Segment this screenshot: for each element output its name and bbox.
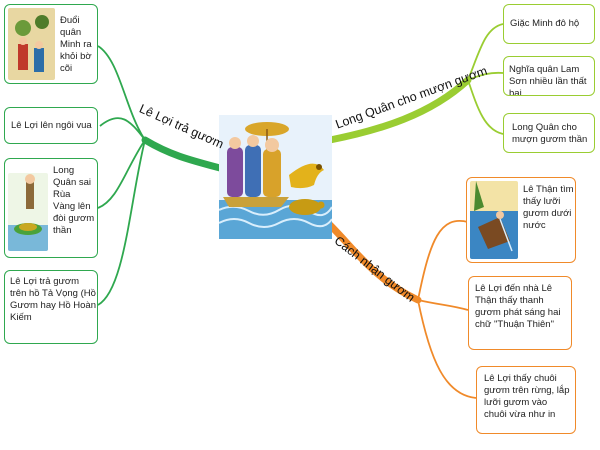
left-connector-4 [97,139,146,306]
right-top-connector-1 [467,23,504,81]
right-bottom-connector-2 [417,299,469,311]
right-top-connector-2 [467,71,504,81]
right-top-connector-3 [467,79,504,135]
right-top-node-1-text: Giặc Minh đô hộ [510,18,580,29]
golden-turtle-image [8,173,48,251]
right-top-node-2: Nghĩa quân Lam Sơn nhiều lần thất bại [503,56,595,96]
right-top-trunk [326,76,472,144]
left-trunk [141,136,224,172]
right-bottom-node-2: Lê Lợi đến nhà Lê Thận thấy thanh gươm p… [468,276,572,350]
right-top-node-3-text: Long Quân cho mượn gươm thần [512,122,588,145]
right-bottom-node-2-text: Lê Lợi đến nhà Lê Thận thấy thanh gươm p… [475,283,561,330]
right-bottom-connector-1 [417,219,469,301]
left-connector-1 [97,45,146,141]
left-node-1-text: Đuổi quân Minh ra khỏi bờ cõi [60,15,92,74]
left-node-2-text: Lê Lợi lên ngôi vua [11,120,92,131]
right-bottom-node-3: Lê Lợi thấy chuôi gươm trên rừng, lắp lư… [476,366,576,434]
left-node-3-text: Long Quân sai Rùa Vàng lên đòi gươm thần [53,165,95,236]
battle-scene-image [8,8,55,80]
right-bottom-node-1: Lê Thận tìm thấy lưỡi gươm dưới nước [466,177,576,263]
right-bottom-connector-3 [417,299,477,399]
left-connector-2 [99,117,146,141]
right-top-node-2-text: Nghĩa quân Lam Sơn nhiều lần thất bại [509,64,587,96]
left-node-4-text: Lê Lợi trả gươm trên hồ Tả Vọng (Hồ Gươm… [10,276,96,323]
left-connector-3 [97,139,146,209]
left-node-3: Long Quân sai Rùa Vàng lên đòi gươm thần [4,158,98,258]
right-bottom-node-1-text: Lê Thận tìm thấy lưỡi gươm dưới nước [523,184,574,231]
right-top-node-1: Giặc Minh đô hộ [503,4,595,44]
left-node-1: Đuổi quân Minh ra khỏi bờ cõi [4,4,98,84]
left-node-2: Lê Lợi lên ngôi vua [4,107,98,144]
central-image [219,115,332,239]
right-bottom-trunk [326,221,422,304]
right-bottom-node-3-text: Lê Lợi thấy chuôi gươm trên rừng, lắp lư… [484,373,570,420]
left-node-4: Lê Lợi trả gươm trên hồ Tả Vọng (Hồ Gươm… [4,270,98,344]
right-top-node-3: Long Quân cho mượn gươm thần [503,113,595,153]
fisherman-net-image [470,181,518,259]
